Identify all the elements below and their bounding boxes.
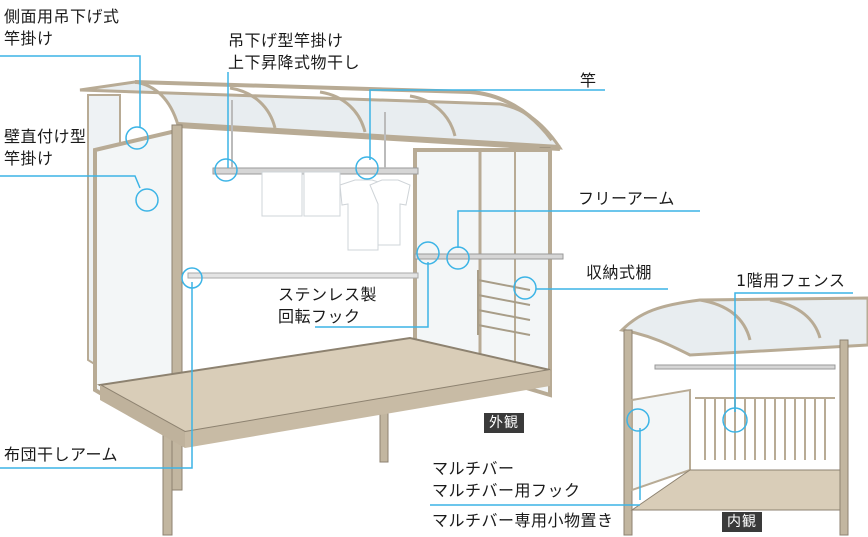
sunroom-inset — [612, 296, 868, 537]
callout-stainless-hook-text: ステンレス製 回転フック — [278, 285, 378, 326]
callout-futon-arm-text: 布団干しアーム — [4, 445, 119, 464]
callout-fence-1f: 1階用フェンス — [736, 270, 845, 292]
callout-multi-bar-text: マルチバー マルチバー用フック — [432, 459, 581, 500]
callout-fence-1f-text: 1階用フェンス — [736, 271, 846, 290]
exterior-tag: 外観 — [484, 413, 524, 433]
callout-wall-mount-pole-text: 壁直付け型 竿掛け — [4, 127, 87, 168]
callout-pole-text: 竿 — [580, 71, 597, 90]
sunroom-main — [79, 80, 564, 536]
callout-side-hanging-pole-text: 側面用吊下げ式 竿掛け — [4, 7, 120, 48]
callout-pole: 竿 — [580, 70, 597, 92]
callout-side-hanging-pole: 側面用吊下げ式 竿掛け — [4, 6, 120, 50]
callout-futon-arm: 布団干しアーム — [4, 444, 118, 466]
callout-free-arm-text: フリーアーム — [578, 189, 675, 208]
callout-hanging-lift-pole: 吊下げ型竿掛け 上下昇降式物干し — [228, 30, 360, 74]
callout-multi-bar-holder: マルチバー専用小物置き — [432, 510, 614, 532]
callout-storage-shelf: 収納式棚 — [586, 262, 652, 284]
callout-multi-bar-holder-text: マルチバー専用小物置き — [432, 511, 614, 530]
callout-wall-mount-pole: 壁直付け型 竿掛け — [4, 126, 87, 170]
callout-storage-shelf-text: 収納式棚 — [586, 263, 653, 282]
callout-lines — [0, 55, 853, 506]
callout-hanging-lift-pole-text: 吊下げ型竿掛け 上下昇降式物干し — [228, 31, 361, 72]
callout-stainless-hook: ステンレス製 回転フック — [278, 284, 377, 328]
callout-free-arm: フリーアーム — [578, 188, 675, 210]
interior-tag: 内観 — [722, 512, 762, 532]
callout-multi-bar: マルチバー マルチバー用フック — [432, 458, 581, 502]
